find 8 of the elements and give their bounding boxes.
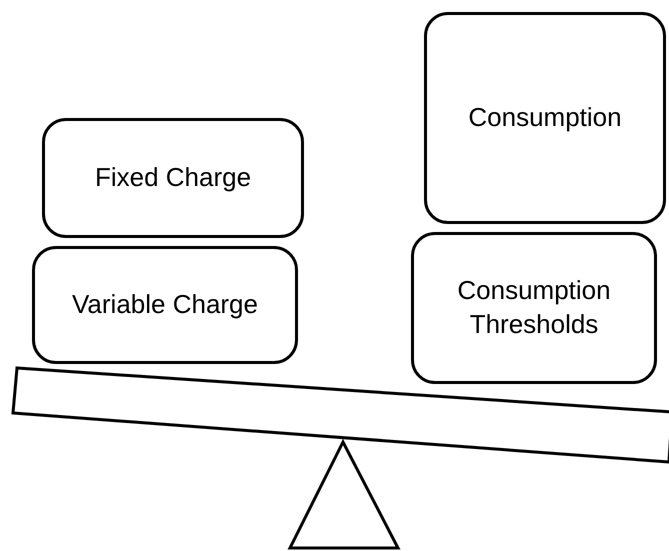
box-label: Consumption xyxy=(467,101,623,134)
weight-box xyxy=(411,232,657,384)
weight-box xyxy=(32,246,298,364)
box-label: Consumption Thresholds xyxy=(456,274,612,341)
box-label: Fixed Charge xyxy=(94,161,252,194)
weight-box xyxy=(42,118,304,238)
weight-box xyxy=(424,12,666,224)
box-label: Variable Charge xyxy=(71,288,259,322)
